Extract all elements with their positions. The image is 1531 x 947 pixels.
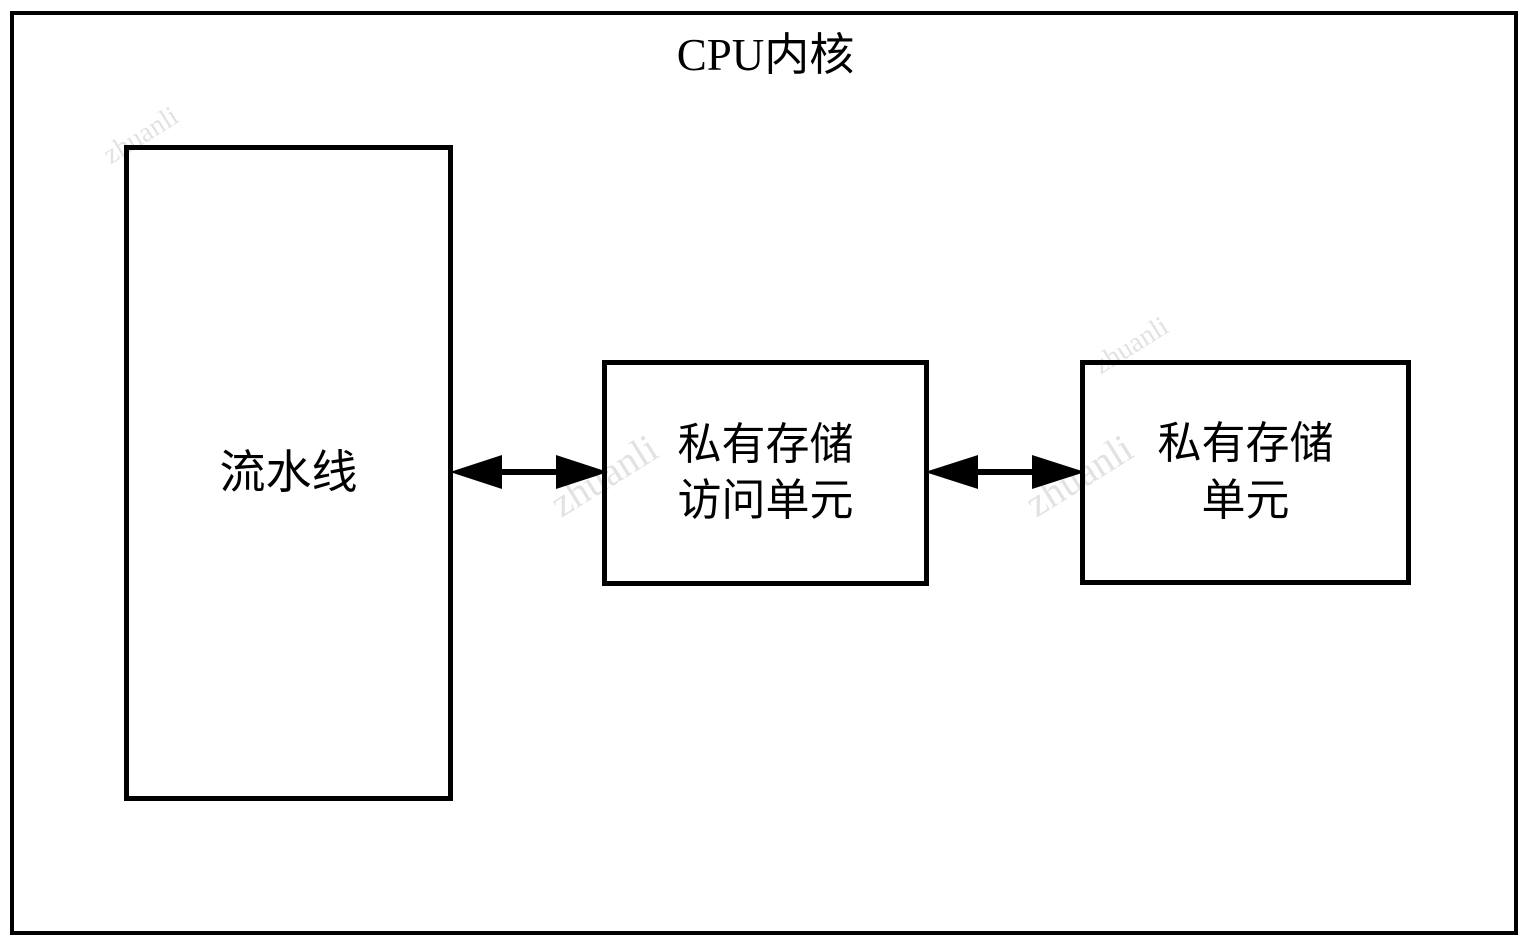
block-private-memory-unit[interactable]: 私有存储 单元 [1080, 360, 1411, 585]
page-title: CPU内核 [676, 30, 855, 80]
block-private-memory-access-unit[interactable]: 私有存储 访问单元 [602, 360, 929, 586]
block-private-memory-unit-label: 私有存储 单元 [1157, 419, 1334, 525]
cpu-core-boundary [10, 11, 1518, 935]
block-pipeline-label: 流水线 [219, 446, 358, 498]
block-private-memory-access-unit-label: 私有存储 访问单元 [677, 419, 854, 525]
connector-pipeline-to-pmau [450, 455, 608, 489]
block-pipeline[interactable]: 流水线 [124, 145, 453, 801]
connector-pmau-to-pmu [925, 455, 1085, 489]
